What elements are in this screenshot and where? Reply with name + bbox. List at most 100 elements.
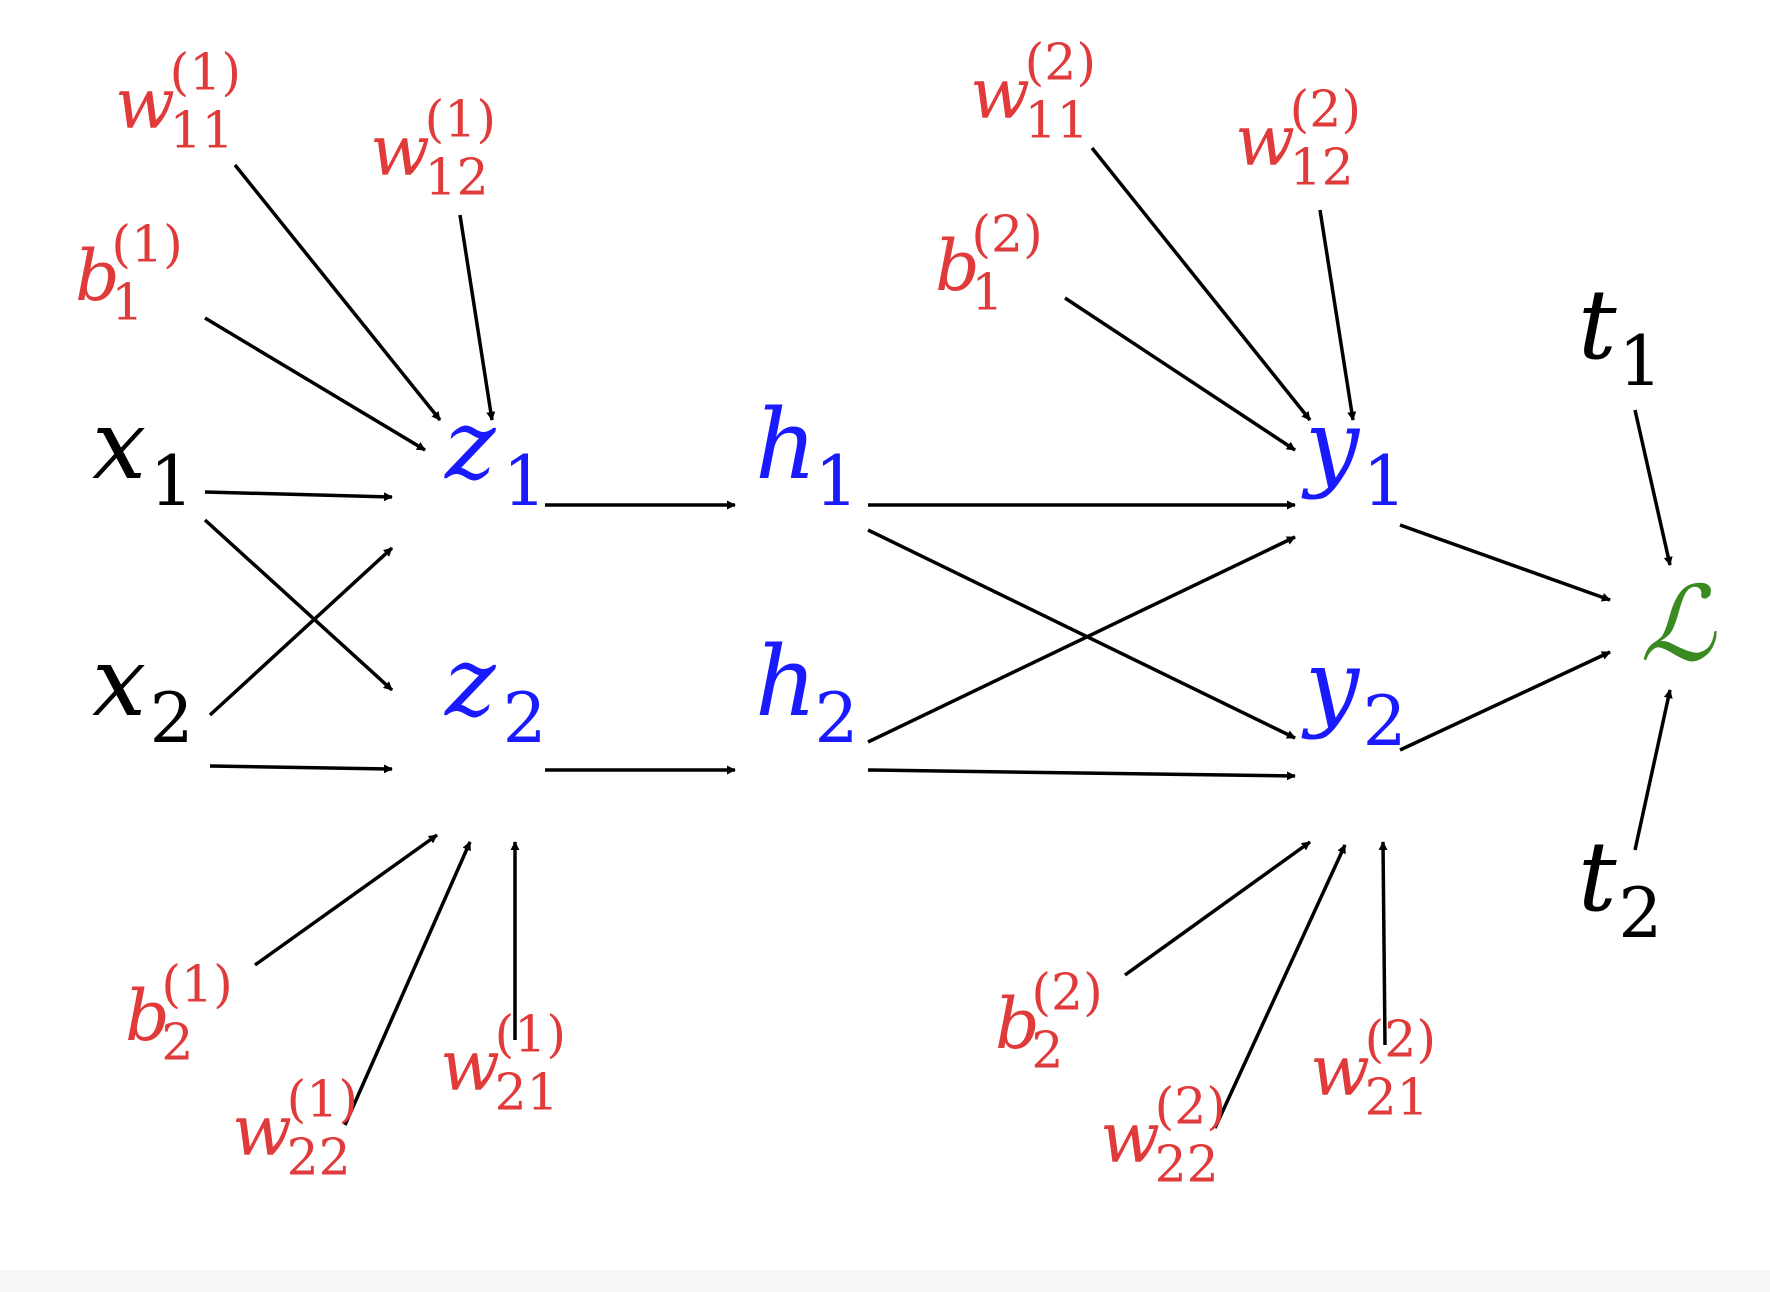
param-base-w22_2: w (1100, 1097, 1160, 1179)
param-b2_2: b2(2) (995, 963, 1103, 1080)
edge-t2-to-L (1633, 689, 1673, 851)
param-sub-b2_1: 2 (161, 1013, 193, 1072)
param-base-b1_2: b (935, 225, 980, 307)
node-base-L: ℒ (1640, 563, 1717, 685)
edge-w22_1-to-z2 (343, 841, 472, 1126)
edge-w12_2-to-y1 (1318, 209, 1357, 421)
node-sub-h2: 2 (815, 679, 859, 759)
param-base-b2_2: b (995, 983, 1040, 1065)
node-base-y2: y (1301, 629, 1361, 741)
param-sup-w22_2: (2) (1155, 1077, 1226, 1136)
edge-w11_2-to-y1 (1090, 146, 1312, 422)
param-base-b2_1: b (125, 975, 170, 1057)
edge-b1_1-to-z1 (204, 316, 426, 452)
edge-y1-to-L (1399, 523, 1611, 602)
node-sub-y1: 1 (1363, 442, 1407, 522)
edge-w11_1-to-z1 (233, 163, 442, 422)
param-sup-w12_1: (1) (425, 90, 496, 149)
node-base-t1: t (1578, 269, 1617, 381)
edge-b1_2-to-y1 (1064, 296, 1296, 452)
node-base-h2: h (755, 626, 817, 738)
edge-w22_2-to-y2 (1213, 844, 1347, 1129)
param-w22_2: w22(2) (1100, 1077, 1226, 1194)
param-w11_2: w11(2) (970, 33, 1096, 150)
param-base-w12_1: w (370, 110, 430, 192)
param-w12_2: w12(2) (1235, 80, 1361, 197)
edge-x2-to-z1 (208, 546, 394, 717)
node-base-x2: x (92, 626, 146, 738)
edge-b2_2-to-y2 (1123, 840, 1312, 977)
node-sub-h1: 1 (815, 442, 859, 522)
edges (203, 146, 1673, 1129)
param-sup-b2_2: (2) (1031, 963, 1102, 1022)
node-base-t2: t (1578, 821, 1617, 933)
edge-w12_1-to-z1 (458, 214, 496, 421)
param-w22_1: w22(1) (232, 1070, 358, 1187)
param-sub-w11_1: 11 (170, 101, 234, 160)
param-w12_1: w12(1) (370, 90, 496, 207)
edge-x1-to-z2 (203, 518, 394, 692)
param-sup-b1_2: (2) (971, 205, 1042, 264)
edge-w21_2-to-y2 (1378, 841, 1388, 1046)
param-sub-w22_2: 22 (1155, 1135, 1219, 1194)
edge-x2-to-z2 (209, 764, 393, 774)
param-sub-w11_2: 11 (1025, 91, 1089, 150)
edge-y2-to-L (1399, 650, 1611, 752)
node-h1: h1 (755, 389, 859, 522)
edge-x1-to-z1 (204, 490, 393, 502)
param-sup-w11_2: (2) (1025, 33, 1096, 92)
node-sub-t2: 2 (1618, 874, 1662, 954)
param-base-w21_2: w (1310, 1030, 1370, 1112)
param-sup-w11_1: (1) (170, 43, 241, 102)
node-base-x1: x (92, 389, 146, 501)
param-base-w22_1: w (232, 1090, 292, 1172)
param-b1_1: b1(1) (75, 215, 183, 332)
param-sub-w21_1: 21 (495, 1063, 559, 1122)
param-sub-b1_1: 1 (111, 273, 143, 332)
param-w21_1: w21(1) (440, 1005, 566, 1122)
node-sub-z2: 2 (503, 679, 547, 759)
edge-h2-to-y2 (867, 768, 1296, 781)
param-sub-b2_2: 2 (1031, 1021, 1063, 1080)
node-sub-t1: 1 (1618, 322, 1662, 402)
node-sub-x2: 2 (150, 679, 194, 759)
node-h2: h2 (755, 626, 859, 759)
edge-h1-to-y2 (867, 528, 1296, 740)
bottom-strip (0, 1270, 1770, 1292)
param-sub-b1_2: 1 (971, 263, 1003, 322)
param-base-w12_2: w (1235, 100, 1295, 182)
param-base-w11_2: w (970, 53, 1030, 135)
param-sub-w12_2: 12 (1290, 138, 1354, 197)
edge-t1-to-L (1633, 409, 1673, 566)
edge-b2_1-to-z2 (253, 833, 439, 967)
param-sup-b1_1: (1) (111, 215, 182, 274)
param-sup-w21_1: (1) (495, 1005, 566, 1064)
node-base-z1: z (444, 389, 497, 501)
node-L: ℒ (1640, 563, 1717, 685)
param-b1_2: b1(2) (935, 205, 1043, 322)
node-base-h1: h (755, 389, 817, 501)
node-sub-x1: 1 (150, 442, 194, 522)
edge-h2-to-y1 (867, 535, 1296, 744)
param-sub-w12_1: 12 (425, 148, 489, 207)
param-sup-b2_1: (1) (161, 955, 232, 1014)
param-base-w11_1: w (115, 63, 175, 145)
param-sup-w22_1: (1) (287, 1070, 358, 1129)
node-sub-z1: 1 (503, 442, 547, 522)
node-base-z2: z (444, 626, 497, 738)
param-sub-w22_1: 22 (287, 1128, 351, 1187)
param-w21_2: w21(2) (1310, 1010, 1436, 1127)
param-sup-w12_2: (2) (1290, 80, 1361, 139)
node-sub-y2: 2 (1363, 682, 1407, 762)
param-base-b1_1: b (75, 235, 120, 317)
param-b2_1: b2(1) (125, 955, 233, 1072)
param-w11_1: w11(1) (115, 43, 241, 160)
